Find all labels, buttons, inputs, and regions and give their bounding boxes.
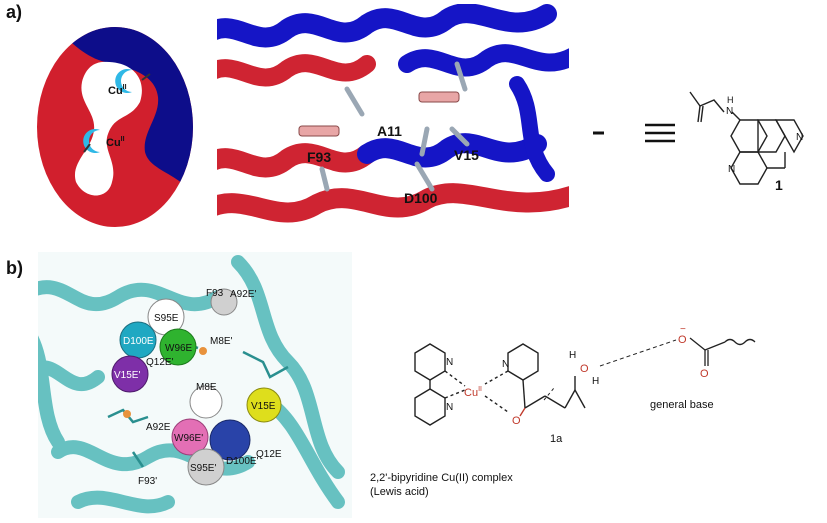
residue-label-b-13: Q12E bbox=[256, 449, 282, 460]
residue-label-b-0: S95E bbox=[154, 313, 179, 324]
schematic-blue-chain bbox=[50, 27, 193, 202]
panel-label-a: a) bbox=[6, 2, 23, 22]
copper-ligand-icon-top bbox=[115, 69, 132, 93]
residue-label-a-2: V15 bbox=[454, 147, 479, 163]
amide-n-label: N bbox=[726, 106, 733, 117]
residue-label-b-10: A92E bbox=[146, 422, 171, 433]
residue-label-b-9: V15E bbox=[251, 401, 276, 412]
residue-sphere-b-14 bbox=[187, 448, 225, 486]
base-o: O bbox=[678, 334, 687, 346]
residue-label-b-14: S95E' bbox=[190, 463, 216, 474]
protein-structure-spheres: S95E A92E' F93 D100E W96E M8E' V15E' Q12… bbox=[38, 252, 352, 518]
base-charge: − bbox=[680, 324, 686, 335]
residue-label-a-1: A11 bbox=[377, 123, 402, 139]
base-carbonyl-o: O bbox=[700, 368, 709, 380]
dimer-schematic: CuII CuII bbox=[30, 22, 200, 232]
amide-h-label: H bbox=[727, 95, 734, 105]
ring-n-label-1: N bbox=[728, 164, 735, 175]
residue-label-a-3: D100 bbox=[404, 190, 438, 206]
bipy-n-bottom: N bbox=[446, 402, 453, 413]
cu-label-top: CuII bbox=[108, 84, 127, 97]
substrate-label: 1a bbox=[550, 433, 563, 445]
mechanism-scheme: N N N CuII O O H H O − O 1a general base… bbox=[360, 318, 810, 518]
water-h-top: H bbox=[569, 350, 576, 361]
residue-label-a-0: F93 bbox=[307, 149, 331, 165]
residue-sphere-b-8 bbox=[189, 385, 223, 419]
compound-number: 1 bbox=[775, 177, 783, 193]
protein-structure-closeup: F93 A11 V15 D100 bbox=[217, 4, 569, 232]
phenanthroline-structure bbox=[689, 91, 804, 185]
residue-sphere-b-11 bbox=[171, 418, 209, 456]
carbonyl-o: O bbox=[512, 415, 521, 427]
cu-label-bottom: CuII bbox=[106, 136, 125, 149]
residue-sphere-b-4 bbox=[159, 328, 197, 366]
water-h-bottom: H bbox=[592, 376, 599, 387]
panel-label-b: b) bbox=[6, 258, 23, 278]
water-o: O bbox=[580, 363, 589, 375]
residue-label-b-3: D100E bbox=[123, 336, 154, 347]
residue-label-b-6: V15E' bbox=[114, 370, 140, 381]
complex-label-line1: 2,2'-bipyridine Cu(II) complex bbox=[370, 472, 513, 484]
residue-label-b-2: F93 bbox=[206, 288, 224, 299]
ligand-key: N H N N 1 bbox=[590, 60, 820, 200]
residue-label-b-15: F93' bbox=[138, 476, 157, 487]
residue-label-b-11: W96E' bbox=[174, 433, 203, 444]
residue-sphere-b-12 bbox=[209, 419, 251, 461]
residue-label-b-1: A92E' bbox=[230, 289, 256, 300]
cu-center-label: CuII bbox=[464, 386, 482, 399]
bipy-n-top: N bbox=[446, 357, 453, 368]
residue-label-b-7: Q12E' bbox=[146, 357, 174, 368]
residue-sphere-b-9 bbox=[246, 387, 282, 423]
residue-label-b-4: W96E bbox=[165, 343, 193, 354]
general-base-label: general base bbox=[650, 399, 714, 411]
residue-sphere-b-6 bbox=[111, 355, 149, 393]
pyridine-n: N bbox=[502, 359, 509, 370]
residue-label-b-5: M8E' bbox=[210, 336, 233, 347]
residue-sphere-b-1 bbox=[210, 288, 238, 316]
schematic-cavity bbox=[74, 61, 142, 196]
residue-label-b-12: D100E' bbox=[226, 456, 259, 467]
ligand-icon bbox=[606, 115, 624, 151]
residue-label-b-8: M8E bbox=[196, 382, 217, 393]
bipyridine-structure bbox=[414, 343, 586, 426]
ring-n-label-2: N bbox=[796, 132, 803, 143]
complex-label-line2: (Lewis acid) bbox=[370, 486, 429, 498]
